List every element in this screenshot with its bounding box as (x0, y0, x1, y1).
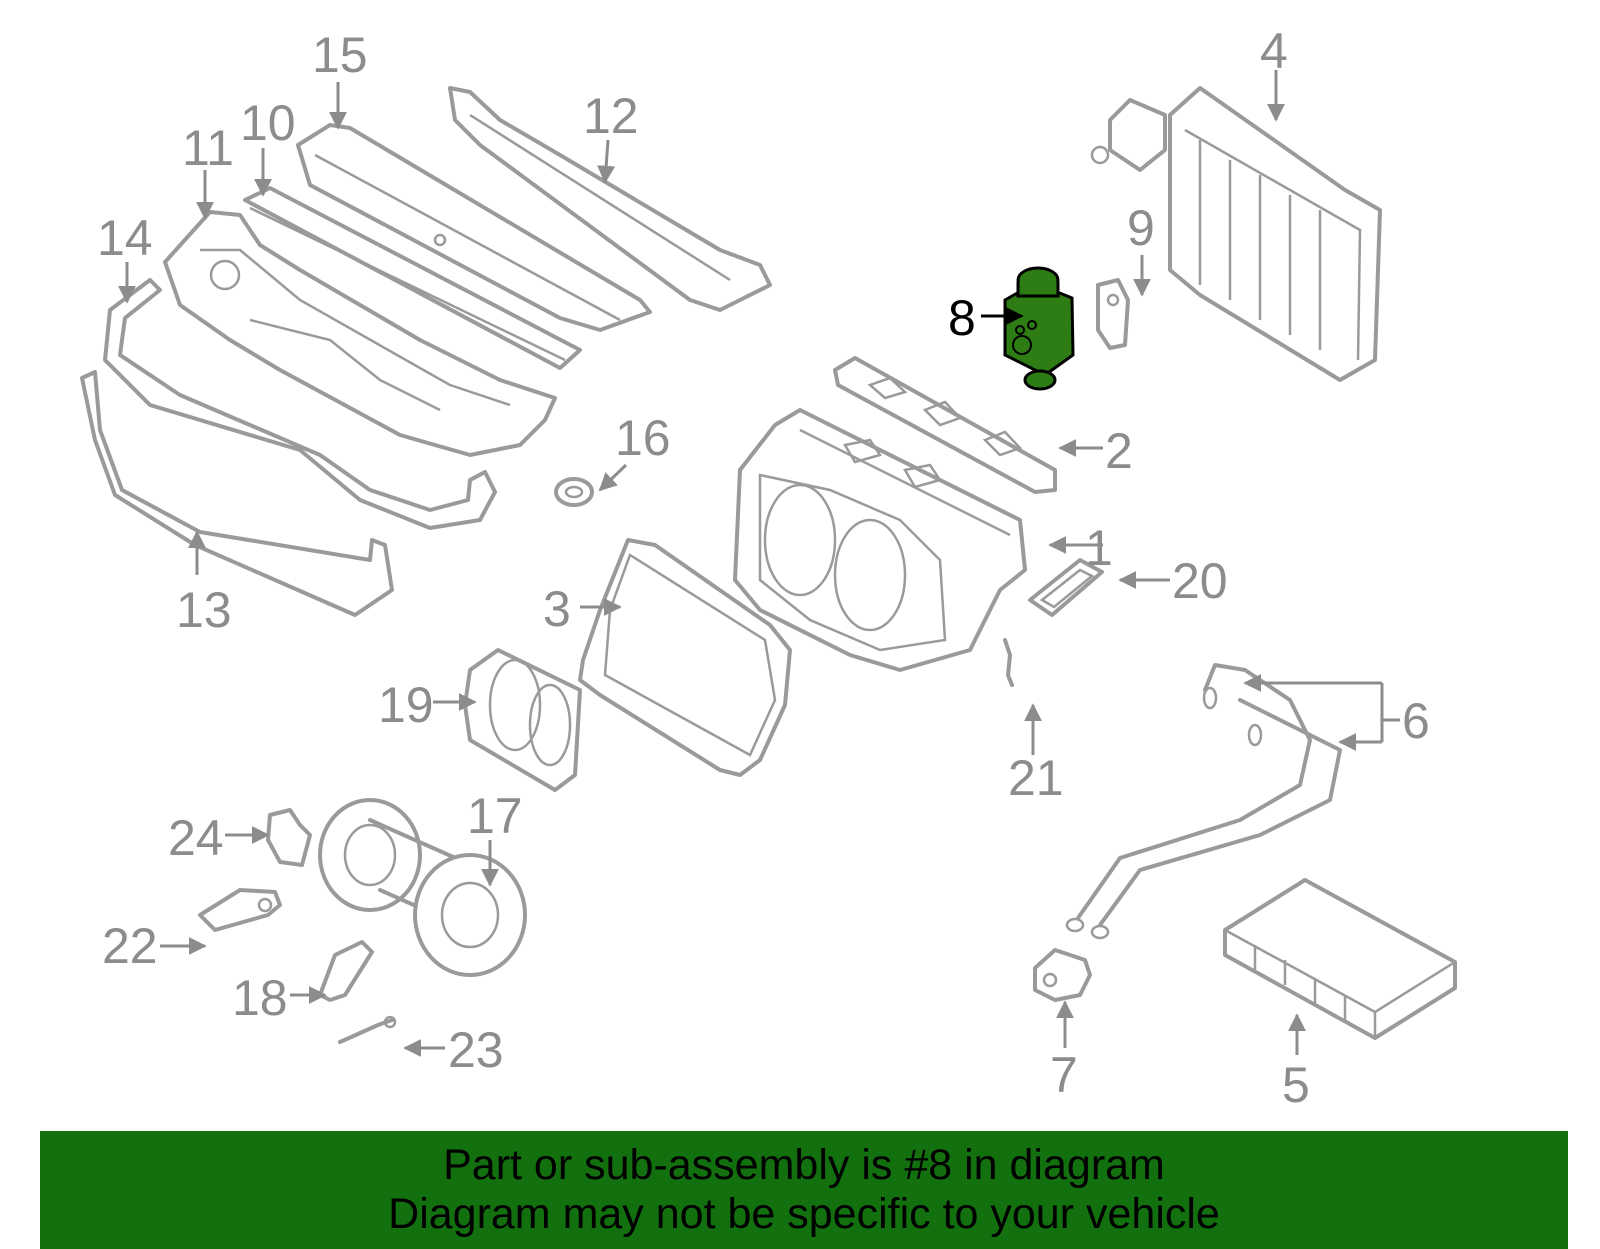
part-12-rail (448, 86, 772, 312)
part-13-lower-frame (80, 370, 394, 617)
part-2-gasket (833, 356, 1057, 494)
part-20-seal (1028, 558, 1104, 617)
callout-14: 14 (97, 210, 153, 266)
part-4-evaporator (1090, 86, 1382, 382)
callout-10: 10 (240, 95, 296, 151)
leader-lines (118, 70, 1400, 1057)
part-24-connector (266, 808, 312, 867)
callout-24: 24 (168, 810, 224, 866)
callout-9: 9 (1127, 200, 1155, 256)
part-16-grommet (554, 477, 594, 507)
part-18-bracket (318, 940, 374, 1002)
callout-labels: 1 2 3 4 5 6 7 8 9 10 11 12 13 14 15 16 1… (97, 23, 1430, 1113)
part-23-clip (338, 1015, 397, 1044)
part-1-heater-housing (733, 408, 1027, 672)
callout-12: 12 (583, 88, 639, 144)
callout-19: 19 (378, 677, 434, 733)
callout-5: 5 (1282, 1057, 1310, 1113)
part-9-clip (1096, 278, 1130, 350)
callout-1: 1 (1085, 520, 1113, 576)
part-6-lines (1065, 663, 1342, 940)
callout-13: 13 (176, 582, 232, 638)
part-11-housing (163, 210, 557, 457)
callout-4: 4 (1260, 23, 1288, 79)
callout-16: 16 (615, 410, 671, 466)
callout-22: 22 (102, 918, 158, 974)
banner-line-2: Diagram may not be specific to your vehi… (388, 1190, 1220, 1238)
callout-7: 7 (1050, 1047, 1078, 1103)
part-8-expansion-valve (1003, 266, 1075, 391)
callout-20: 20 (1172, 553, 1228, 609)
callout-6: 6 (1402, 693, 1430, 749)
part-7-fitting (1033, 948, 1092, 1002)
part-22-sensor (198, 888, 282, 932)
callout-15: 15 (312, 27, 368, 83)
banner-line-1: Part or sub-assembly is #8 in diagram (443, 1141, 1165, 1189)
info-banner: Part or sub-assembly is #8 in diagram Di… (40, 1131, 1568, 1249)
callout-21: 21 (1008, 750, 1064, 806)
callout-2: 2 (1105, 423, 1133, 479)
callout-17: 17 (467, 788, 523, 844)
part-14-seal (103, 278, 497, 530)
part-5-heater-core (1223, 878, 1457, 1040)
part-19-fan-housing (463, 648, 582, 792)
callout-23: 23 (448, 1022, 504, 1078)
callout-18: 18 (232, 970, 288, 1026)
part-21-clip (1003, 638, 1014, 687)
callout-3: 3 (543, 581, 571, 637)
callout-11: 11 (182, 120, 234, 176)
callout-8: 8 (948, 290, 976, 346)
